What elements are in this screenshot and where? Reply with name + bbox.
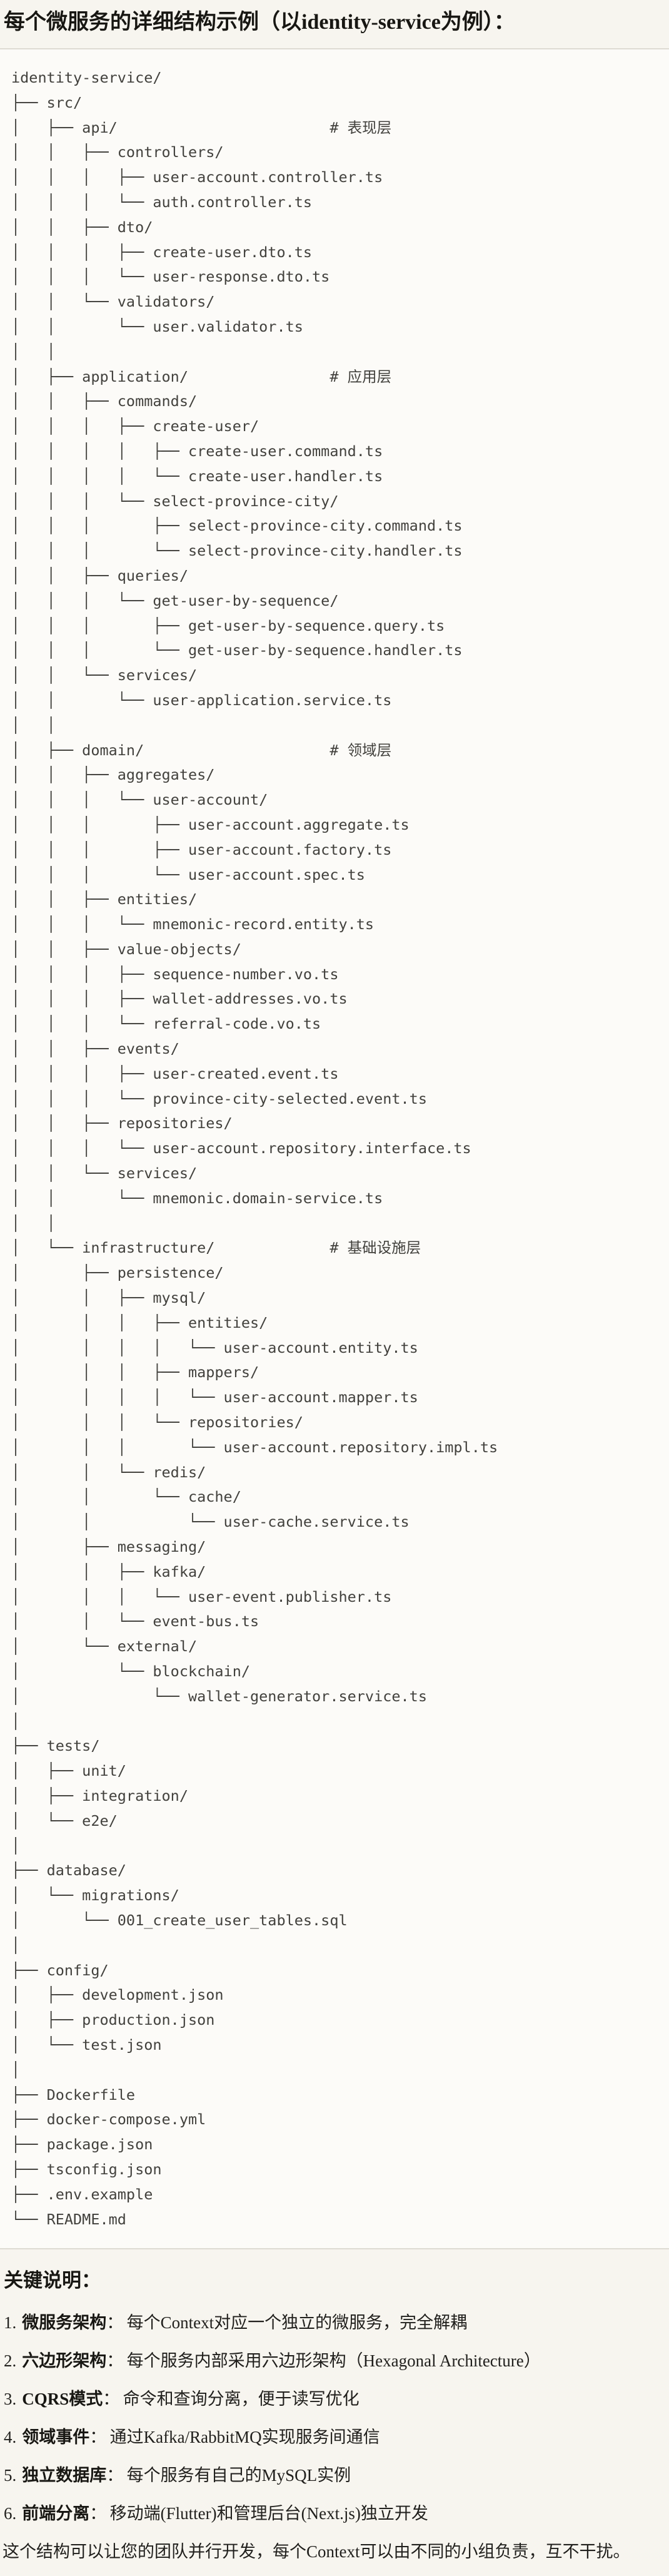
item-number: 2.	[4, 2351, 17, 2371]
item-description: 通过Kafka/RabbitMQ实现服务间通信	[109, 2428, 380, 2447]
list-item: 3. CQRS模式：命令和查询分离，便于读写优化	[4, 2386, 664, 2412]
item-colon: ：	[106, 2466, 124, 2485]
item-number: 5.	[4, 2466, 17, 2485]
item-number: 6.	[4, 2504, 17, 2523]
document-page: 每个微服务的详细结构示例（以identity-service为例）： ident…	[0, 9, 669, 2565]
item-label: 独立数据库	[22, 2466, 107, 2485]
item-colon: ：	[106, 2351, 124, 2371]
key-notes-heading: 关键说明：	[4, 2269, 101, 2292]
list-item: 5. 独立数据库：每个服务有自己的MySQL实例	[4, 2462, 664, 2488]
page-title: 每个微服务的详细结构示例（以identity-service为例）：	[4, 11, 515, 34]
file-tree-text: identity-service/ ├── src/ │ ├── api/ # …	[11, 69, 498, 2228]
list-item: 1.微服务架构：每个Context对应一个独立的微服务，完全解耦	[4, 2309, 664, 2336]
file-tree: identity-service/ ├── src/ │ ├── api/ # …	[11, 66, 663, 2232]
item-description: 每个服务有自己的MySQL实例	[126, 2466, 351, 2485]
list-item: 4. 领域事件：通过Kafka/RabbitMQ实现服务间通信	[4, 2424, 664, 2450]
item-colon: ：	[106, 2313, 124, 2333]
item-description: 每个Context对应一个独立的微服务，完全解耦	[126, 2313, 468, 2333]
item-description: 命令和查询分离，便于读写优化	[123, 2390, 360, 2409]
item-label: 领域事件	[22, 2428, 90, 2447]
item-colon: ：	[89, 2504, 107, 2523]
item-label: CQRS模式	[22, 2390, 103, 2409]
item-label: 微服务架构	[22, 2313, 107, 2333]
item-number: 4.	[4, 2428, 17, 2447]
file-tree-code-block: identity-service/ ├── src/ │ ├── api/ # …	[0, 48, 669, 2250]
closing-paragraph: 这个结构可以让您的团队并行开发，每个Context可以由不同的小组负责，互不干扰…	[3, 2542, 630, 2562]
item-number: 3.	[4, 2390, 17, 2409]
list-item: 6. 前端分离：移动端(Flutter)和管理后台(Next.js)独立开发	[4, 2500, 664, 2527]
item-colon: ：	[103, 2390, 120, 2409]
key-notes-list: 1.微服务架构：每个Context对应一个独立的微服务，完全解耦 2.六边形架构…	[3, 2309, 664, 2527]
item-description: 移动端(Flutter)和管理后台(Next.js)独立开发	[109, 2504, 428, 2523]
item-description: 每个服务内部采用六边形架构（Hexagonal Architecture）	[126, 2351, 541, 2371]
item-colon: ：	[89, 2428, 107, 2447]
item-label: 六边形架构	[22, 2351, 107, 2371]
item-number: 1.	[4, 2313, 17, 2333]
item-label: 前端分离	[22, 2504, 90, 2523]
list-item: 2.六边形架构：每个服务内部采用六边形架构（Hexagonal Architec…	[4, 2348, 664, 2374]
